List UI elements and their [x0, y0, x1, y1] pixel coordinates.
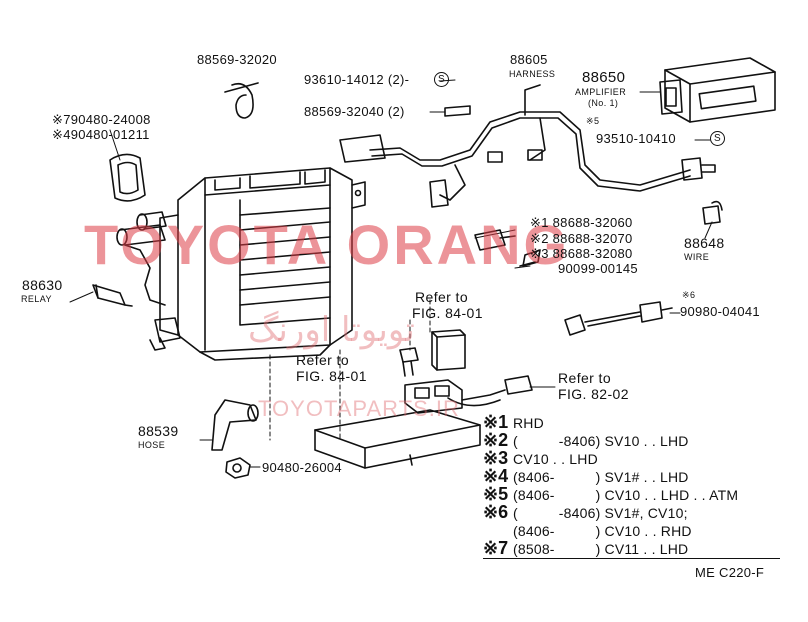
refer-to-2-line1: Refer to [296, 352, 349, 368]
refer-to-2-line2: FIG. 84-01 [296, 368, 367, 384]
refer-to-1-line2: FIG. 84-01 [412, 305, 483, 321]
diagram-code: ME C220-F [695, 565, 765, 580]
label-wire: WIRE [684, 252, 710, 262]
amplifier-88650 [659, 57, 776, 123]
clamp-88569-32020 [224, 82, 259, 119]
note-mark-4: ※4 [483, 466, 509, 486]
cooling-unit-housing [149, 167, 366, 361]
watermark-persian: تويوتا اورنگ [248, 310, 415, 350]
part-90980-04041: 90980-04041 [680, 304, 760, 319]
note-text-7: (8508- ) CV11 . . LHD [513, 541, 689, 557]
note-mark-6: ※6 [483, 502, 509, 522]
part-88648: 88648 [684, 235, 725, 251]
note-mark-5: ※5 [483, 484, 509, 504]
note-text-2: ( -8406) SV10 . . LHD [513, 433, 689, 449]
note-text-5: (8406- ) CV10 . . LHD . . ATM [513, 487, 739, 503]
part-88688-32070: ※2 88688-32070 [530, 231, 633, 246]
part-88569-32040: 88569-32040 (2) [304, 104, 405, 119]
refer-to-3-line2: FIG. 82-02 [558, 386, 629, 402]
drain-tray [314, 409, 481, 469]
note-mark-7: ※7 [483, 538, 509, 558]
part-490480-01211: ※490480-01211 [52, 127, 150, 142]
part-790480-24008: ※790480-24008 [52, 112, 151, 127]
part-88630: 88630 [22, 277, 63, 293]
part-93610-14012: 93610-14012 (2)- [304, 72, 410, 87]
s-symbol-2: S [710, 131, 725, 146]
label-no1: (No. 1) [588, 98, 619, 108]
thermistor-assembly [404, 375, 533, 414]
connectors [474, 229, 541, 267]
grommet [109, 153, 146, 202]
refer-to-1-line1: Refer to [415, 289, 468, 305]
note-text-3: CV10 . . LHD [513, 451, 598, 467]
note-mark-3: ※3 [483, 448, 509, 468]
nut-90480-26004 [225, 457, 251, 479]
bracket-88569-32040 [444, 105, 471, 117]
note-mark-1: ※1 [483, 412, 509, 432]
part-88605: 88605 [510, 52, 548, 67]
s-symbol-text-2: S [714, 133, 721, 144]
note-mark-2: ※2 [483, 430, 509, 450]
label-relay: RELAY [21, 294, 52, 304]
part-88539: 88539 [138, 423, 179, 439]
note-text-6: ( -8406) SV1#, CV10; [513, 505, 688, 521]
wire-88648 [702, 200, 723, 225]
part-93510-10410: 93510-10410 [596, 131, 676, 146]
label-amplifier: AMPLIFIER [575, 87, 627, 97]
relays [399, 329, 466, 377]
wire-90980-04041 [564, 301, 673, 336]
relay-88630 [92, 284, 133, 307]
mark-5: ※5 [586, 116, 600, 126]
mark-6: ※6 [682, 290, 696, 300]
part-90480-26004: 90480-26004 [262, 460, 342, 475]
s-symbol-1: S [434, 72, 449, 87]
note-text-4: (8406- ) SV1# . . LHD [513, 469, 689, 485]
part-90099-00145: 90099-00145 [558, 261, 638, 276]
hose-88539 [211, 399, 259, 451]
label-harness: HARNESS [509, 69, 556, 79]
note-text-6b: (8406- ) CV10 . . RHD [513, 523, 692, 539]
watermark-site: TOYOTAPARTS.IR [258, 396, 460, 421]
part-88650: 88650 [582, 69, 626, 86]
label-hose: HOSE [138, 440, 166, 450]
notes-underline [483, 558, 780, 559]
watermark-main: TOYOTA ORANG [84, 213, 571, 276]
note-text-1: RHD [513, 415, 544, 431]
part-88688-32080: ※3 88688-32080 [530, 246, 633, 261]
part-88688-32060: ※1 88688-32060 [530, 215, 633, 230]
s-symbol-text: S [438, 74, 445, 85]
wire-harness-88605 [339, 84, 716, 208]
part-88569-32020: 88569-32020 [197, 52, 277, 67]
refer-to-3-line1: Refer to [558, 370, 611, 386]
expansion-valve-pipes [116, 211, 167, 306]
